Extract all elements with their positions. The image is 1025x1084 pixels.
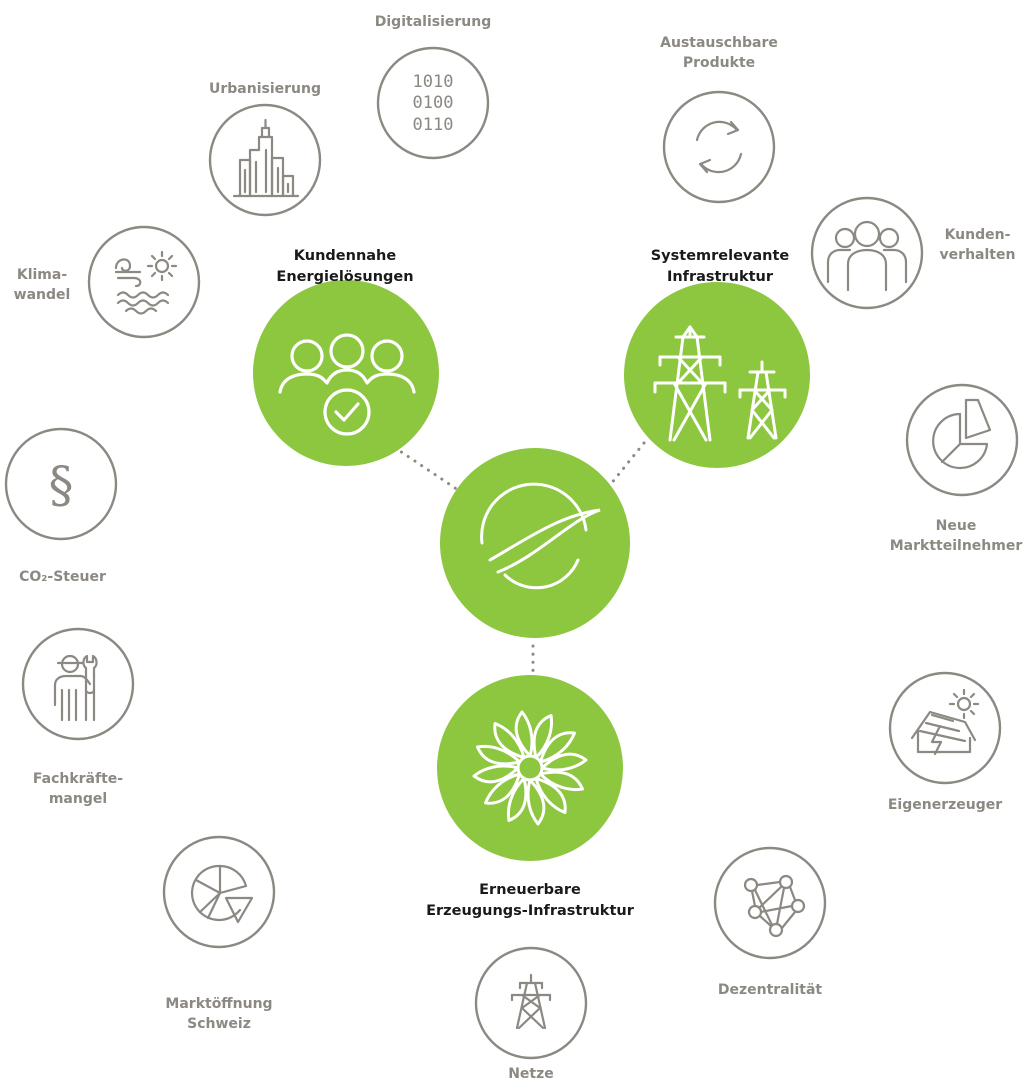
driver-klimawandel — [87, 225, 201, 339]
network-nodes-icon — [743, 874, 806, 938]
pillar-label-line: Infrastruktur — [666, 269, 774, 285]
pillar-customer-solutions — [253, 280, 439, 466]
pillar-label: Systemrelevante Infrastruktur — [620, 246, 820, 288]
power-pylons-icon — [653, 325, 787, 442]
binary-code-icon: 1010 0100 0110 — [413, 72, 454, 135]
driver-label-line: Neue — [935, 518, 977, 534]
driver-label-line: verhalten — [939, 247, 1016, 263]
pillar-label-line: Systemrelevante — [650, 248, 790, 264]
driver-dezentralitaet — [713, 846, 827, 960]
driver-label-line: mangel — [48, 791, 108, 807]
connector-left — [386, 441, 460, 492]
driver-neue-marktteilnehmer — [905, 383, 1019, 497]
driver-co2-steuer: § — [4, 427, 118, 541]
driver-label-line: Digitalisierung — [374, 14, 492, 30]
pillar-system-infrastructure — [624, 282, 810, 468]
driver-label-line: wandel — [13, 287, 71, 303]
driver-label: Urbanisierung — [190, 79, 340, 99]
driver-digitalisierung: 1010 0100 0110 — [376, 46, 490, 160]
driver-netze — [474, 946, 588, 1060]
driver-label-line: Austauschbare — [660, 35, 778, 51]
driver-label-line: Produkte — [682, 55, 756, 71]
driver-label-line: Fachkräfte- — [32, 771, 124, 787]
driver-label: Neue Marktteilnehmer — [887, 516, 1025, 556]
market-segments-icon — [190, 864, 254, 924]
climate-wind-sun-icon — [114, 250, 178, 315]
pillar-circle — [253, 280, 439, 466]
driver-label-line: CO₂-Steuer — [19, 569, 106, 585]
driver-label: Klima- wandel — [0, 265, 84, 305]
driver-label: Eigenerzeuger — [880, 795, 1010, 815]
pillar-label-line: Energielösungen — [276, 269, 414, 285]
driver-label: Kunden- verhalten — [930, 225, 1025, 265]
driver-austauschbare-produkte — [662, 90, 776, 204]
pylon-icon — [510, 973, 552, 1030]
pillar-label-line: Erneuerbare — [479, 882, 581, 898]
driver-label-line: Marktöffnung — [165, 996, 273, 1012]
connector-right — [604, 441, 646, 492]
driver-label: Netze — [481, 1064, 581, 1084]
center-node — [440, 448, 630, 638]
paragraph-icon: § — [49, 456, 74, 514]
driver-label-line: Kunden- — [944, 227, 1011, 243]
driver-label: Marktöffnung Schweiz — [149, 994, 289, 1034]
solar-house-icon — [910, 688, 980, 756]
pillar-label: Kundennahe Energielösungen — [250, 246, 440, 288]
pillar-renewable-generation — [437, 675, 623, 861]
city-buildings-icon — [232, 118, 300, 198]
driver-label-line: Dezentralität — [717, 982, 823, 998]
refresh-cycle-icon — [695, 120, 743, 174]
driver-fachkraeftemangel — [21, 627, 135, 741]
paragraph-symbol: § — [49, 456, 74, 514]
worker-wrench-icon — [53, 654, 98, 722]
pillar-label-line: Kundennahe — [293, 248, 397, 264]
driver-label: Austauschbare Produkte — [639, 33, 799, 73]
driver-label: Digitalisierung — [353, 12, 513, 32]
drivers: 1010 0100 0110 — [4, 46, 1019, 1060]
driver-eigenerzeuger — [888, 671, 1002, 785]
energy-wave-logo-icon — [480, 482, 601, 590]
binary-row: 0110 — [413, 115, 454, 135]
driver-marktoeffnung-schweiz — [162, 835, 276, 949]
driver-label-line: Eigenerzeuger — [887, 797, 1003, 813]
binary-row: 1010 — [413, 72, 454, 92]
driver-label: Dezentralität — [705, 980, 835, 1000]
driver-label: CO₂-Steuer — [10, 567, 115, 587]
customer-group-icon — [826, 220, 908, 292]
binary-row: 0100 — [413, 93, 454, 113]
wind-turbine-rotor-icon — [472, 710, 588, 826]
pie-chart-icon — [932, 398, 992, 470]
pillar-circle — [437, 675, 623, 861]
driver-label-line: Urbanisierung — [209, 81, 321, 97]
driver-label-line: Schweiz — [187, 1016, 251, 1032]
driver-label-line: Marktteilnehmer — [889, 538, 1023, 554]
pillar-circle — [624, 282, 810, 468]
driver-label-line: Klima- — [16, 267, 68, 283]
pillar-label: Erneuerbare Erzeugungs-Infrastruktur — [410, 880, 650, 922]
driver-kundenverhalten — [810, 196, 924, 310]
center-circle — [440, 448, 630, 638]
driver-label: Fachkräfte- mangel — [18, 769, 138, 809]
driver-urbanisierung — [208, 103, 322, 217]
driver-label-line: Netze — [508, 1066, 554, 1082]
pillar-label-line: Erzeugungs-Infrastruktur — [426, 903, 634, 919]
customers-check-icon — [278, 333, 416, 436]
